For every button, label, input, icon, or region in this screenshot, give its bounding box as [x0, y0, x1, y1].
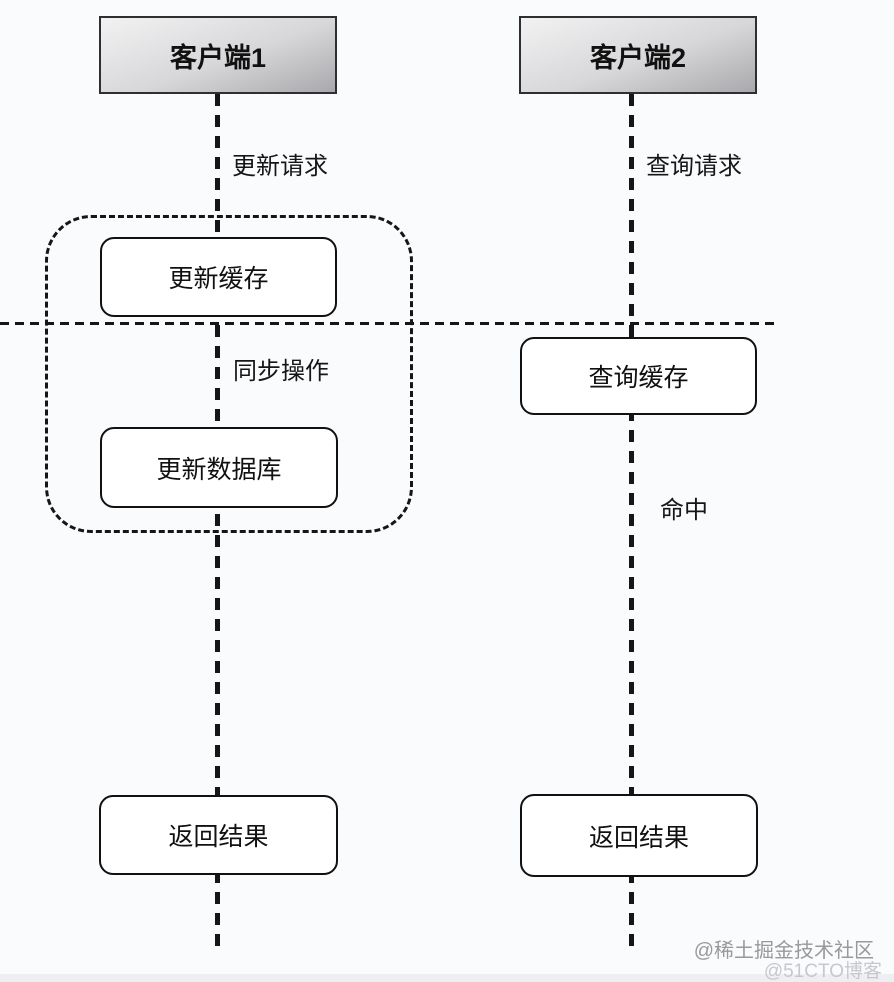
actor-client1-label: 客户端1 [169, 42, 267, 73]
client2-lifeline [629, 94, 634, 948]
actor-client2-label: 客户端2 [589, 42, 687, 73]
update-request-label: 更新请求 [232, 153, 328, 180]
sync-group-outline [45, 215, 413, 533]
sync-operation-label: 同步操作 [233, 358, 329, 385]
return-result-client2-node: 返回结果 [520, 794, 758, 877]
update-database-node: 更新数据库 [100, 427, 338, 508]
hit-label: 命中 [660, 497, 708, 524]
actor-client1: 客户端1 [99, 16, 337, 94]
bottom-edge-strip [0, 974, 894, 982]
actor-client2: 客户端2 [519, 16, 757, 94]
return-result-client1-node: 返回结果 [99, 795, 338, 875]
query-request-label: 查询请求 [646, 153, 742, 180]
query-cache-node-label: 查询缓存 [588, 364, 689, 392]
update-database-node-label: 更新数据库 [156, 455, 282, 484]
return-result-client1-label: 返回结果 [168, 823, 269, 851]
update-cache-node: 更新缓存 [100, 237, 337, 317]
update-cache-node-label: 更新缓存 [168, 265, 269, 293]
client1-lifeline [215, 94, 220, 948]
horizontal-divider-line [0, 322, 777, 325]
watermark-juejin: @稀土掘金技术社区 [693, 940, 874, 962]
return-result-client2-label: 返回结果 [588, 823, 689, 852]
query-cache-node: 查询缓存 [520, 337, 757, 415]
watermark-51cto: @51CTO博客 [763, 961, 882, 982]
